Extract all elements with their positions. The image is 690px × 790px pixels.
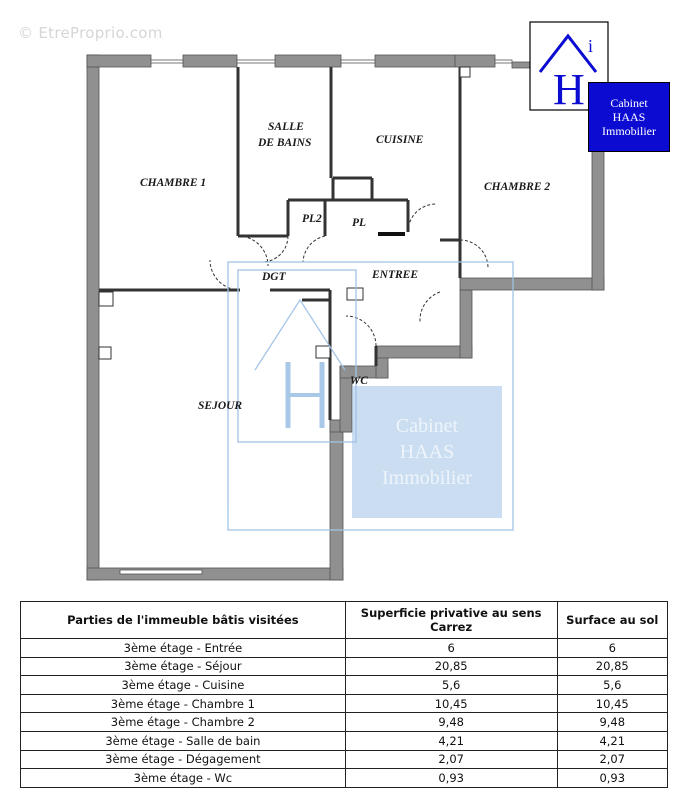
watermark-logo: [227, 261, 514, 531]
label-cuisine: CUISINE: [376, 134, 424, 146]
label-salle-de-bains-2: DE BAINS: [257, 137, 311, 149]
cell-carrez: 10,45: [344, 693, 558, 714]
watermark-line-1: Cabinet: [395, 415, 459, 437]
header-surface-sol: Surface au sol: [556, 601, 669, 639]
logo-text-box: Cabinet HAAS Immobilier: [588, 82, 670, 152]
watermark-text: © EtreProprio.com: [18, 24, 163, 42]
header-carrez: Superficie privative au sens Carrez: [344, 601, 558, 639]
cell-sol: 0,93: [556, 768, 669, 788]
label-chambre-2: CHAMBRE 2: [484, 181, 550, 193]
watermark-line-3: Immobilier: [382, 467, 472, 489]
label-entree: ENTREE: [371, 269, 418, 281]
cell-sol: 10,45: [556, 693, 669, 714]
cell-carrez: 2,07: [344, 749, 558, 770]
logo-line-2: HAAS: [612, 110, 646, 124]
cell-sol: 5,6: [556, 675, 669, 695]
interior-walls: [99, 67, 462, 420]
label-pl: PL: [352, 217, 366, 229]
logo-letter-i: i: [588, 36, 593, 56]
cell-carrez: 5,6: [344, 675, 558, 695]
logo-line-3: Immobilier: [602, 124, 656, 138]
cell-partie: 3ème étage - Dégagement: [20, 749, 346, 770]
cell-sol: 20,85: [556, 656, 669, 677]
outer-walls: [86, 54, 605, 581]
label-salle-de-bains-1: SALLE: [268, 121, 304, 133]
cell-partie: 3ème étage - Cuisine: [20, 675, 346, 695]
door-swings: [209, 203, 489, 347]
logo-line-1: Cabinet: [610, 96, 648, 110]
cell-partie: 3ème étage - Entrée: [20, 638, 346, 658]
cell-sol: 4,21: [556, 730, 669, 751]
cell-partie: 3ème étage - Chambre 2: [20, 712, 346, 732]
cell-carrez: 4,21: [344, 730, 558, 751]
cell-carrez: 20,85: [344, 656, 558, 677]
floor-plan: H i CHAMBRE 1 SALLE DE BAINS CUISINE CHA…: [86, 21, 609, 581]
cell-carrez: 0,93: [344, 768, 558, 788]
top-wall: [86, 54, 533, 69]
cell-partie: 3ème étage - Séjour: [20, 656, 346, 677]
table-header-row: Parties de l'immeuble bâtis visitées Sup…: [20, 601, 669, 639]
label-wc: WC: [350, 375, 368, 387]
logo-letter-h: H: [553, 65, 585, 114]
label-dgt: DGT: [261, 271, 287, 283]
wall-stubs: [98, 66, 471, 360]
cell-partie: 3ème étage - Chambre 1: [20, 693, 346, 714]
cell-carrez: 9,48: [344, 712, 558, 732]
cell-sol: 9,48: [556, 712, 669, 732]
header-parties: Parties de l'immeuble bâtis visitées: [20, 601, 346, 639]
watermark-line-2: HAAS: [399, 441, 455, 463]
cell-sol: 2,07: [556, 749, 669, 770]
watermark-logo-text: Cabinet HAAS Immobilier: [352, 386, 502, 518]
label-pl2: PL2: [302, 213, 322, 225]
label-chambre-1: CHAMBRE 1: [140, 177, 206, 189]
cell-partie: 3ème étage - Wc: [20, 768, 346, 788]
windows: [119, 59, 513, 575]
cell-carrez: 6: [344, 638, 558, 658]
cell-sol: 6: [556, 638, 669, 658]
cell-partie: 3ème étage - Salle de bain: [20, 730, 346, 751]
surface-table: Parties de l'immeuble bâtis visitées Sup…: [20, 601, 669, 788]
label-sejour: SEJOUR: [198, 400, 242, 412]
